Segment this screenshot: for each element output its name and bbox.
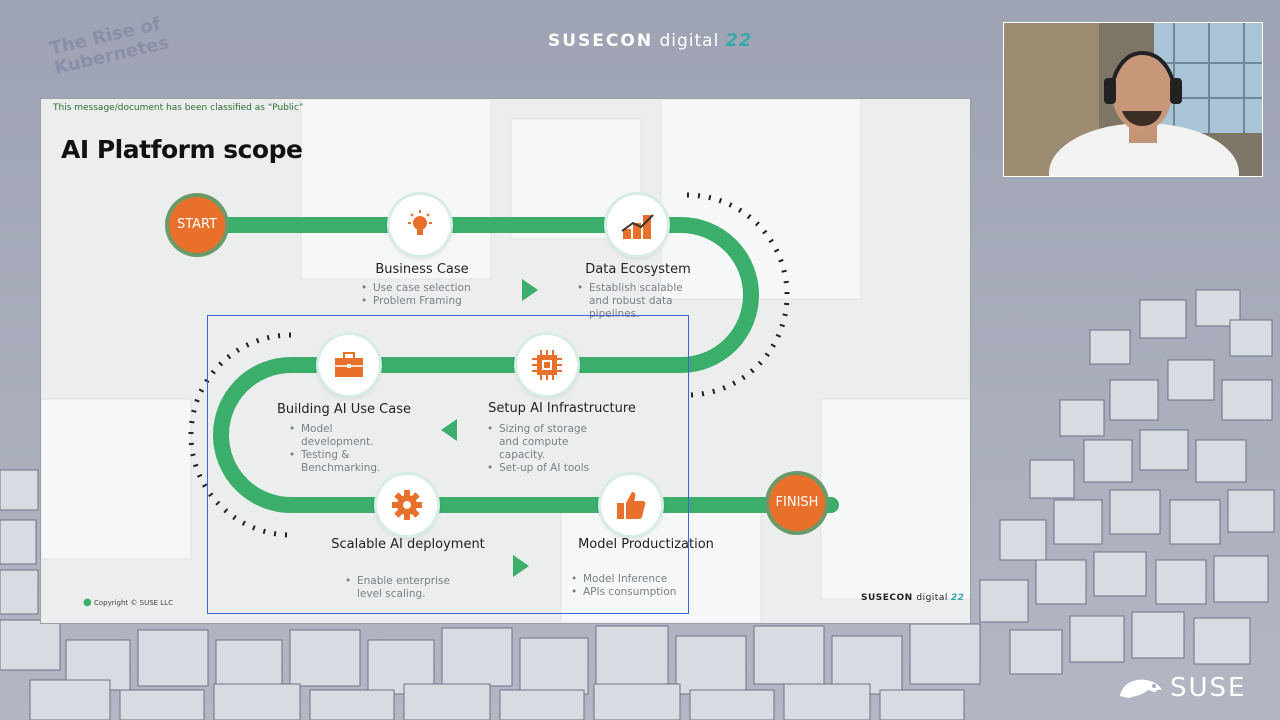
speaker-webcam <box>1003 22 1263 177</box>
selection-rectangle <box>207 315 689 614</box>
stage-bullets: Sizing of storage and compute capacity. … <box>485 423 605 475</box>
stage-bullets: Use case selection Problem Framing <box>359 282 509 308</box>
bullet: Testing & Benchmarking. <box>287 449 407 475</box>
bullet: Model development. <box>287 423 407 449</box>
gecko-icon: ● <box>83 597 92 608</box>
thumbs-up-icon <box>617 492 646 519</box>
stage-title: Building AI Use Case <box>277 402 411 417</box>
finish-badge: FINISH <box>769 475 825 531</box>
stage-bullets: Model Inference APIs consumption <box>569 573 699 599</box>
bullet: Model Inference <box>569 573 699 586</box>
stage-title: Business Case <box>375 262 469 277</box>
model-productization-node <box>601 475 661 535</box>
gecko-icon <box>1120 679 1162 698</box>
setup-ai-infrastructure-node <box>517 335 577 395</box>
suse-logo: SUSE <box>1118 673 1246 703</box>
cpu-chip-icon <box>532 350 562 380</box>
arrow-right-icon <box>513 555 529 577</box>
gear-icon <box>392 490 422 520</box>
stage-bullets: Enable enterprise level scaling. <box>343 575 463 601</box>
start-badge: START <box>169 197 225 253</box>
stage-title: Data Ecosystem <box>585 262 691 277</box>
stage-title: Setup AI Infrastructure <box>488 401 636 416</box>
stage-bullets: Establish scalable and robust data pipel… <box>575 282 695 321</box>
business-case-node <box>390 195 450 255</box>
briefcase-icon <box>335 352 363 377</box>
copyright-text: ● Copyright © SUSE LLC <box>83 597 173 608</box>
bullet: Establish scalable and robust data pipel… <box>575 282 695 321</box>
data-ecosystem-node <box>607 195 667 255</box>
bullet: Sizing of storage and compute capacity. <box>485 423 605 462</box>
bullet: Enable enterprise level scaling. <box>343 575 463 601</box>
bullet: Set-up of AI tools <box>485 462 605 475</box>
slide-background <box>41 99 970 623</box>
slide-title: AI Platform scope <box>61 135 303 164</box>
building-ai-use-case-node <box>319 335 379 395</box>
bar-chart-icon <box>621 214 654 239</box>
stage-title: Model Productization <box>578 537 714 552</box>
slide: This message/document has been classifie… <box>40 98 971 624</box>
stage-bullets: Model development. Testing & Benchmarkin… <box>287 423 407 475</box>
stage-title: Scalable AI deployment <box>331 537 485 552</box>
arrow-left-icon <box>441 419 457 441</box>
lightbulb-icon <box>408 210 432 235</box>
arrow-right-icon <box>522 279 538 301</box>
bullet: Use case selection <box>359 282 509 295</box>
classification-label: This message/document has been classifie… <box>53 103 304 113</box>
scalable-ai-deployment-node <box>377 475 437 535</box>
bullet: Problem Framing <box>359 295 509 308</box>
bullet: APIs consumption <box>569 586 699 599</box>
